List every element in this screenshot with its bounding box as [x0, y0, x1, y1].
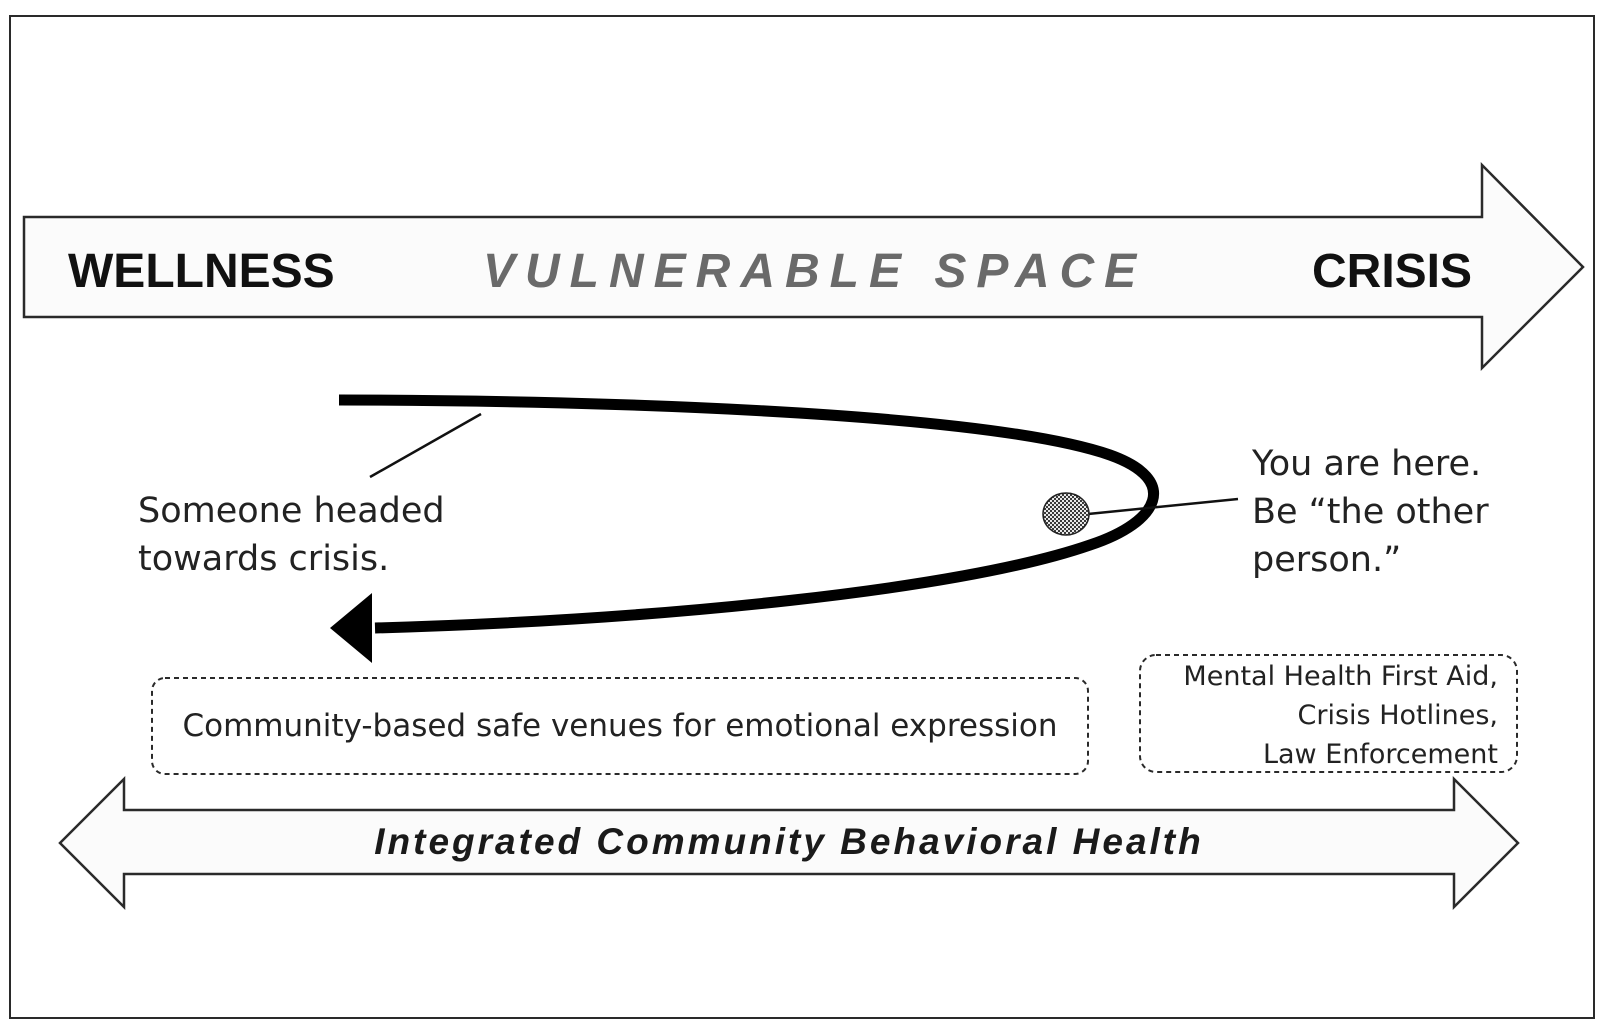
wellness-label: WELLNESS — [68, 245, 335, 298]
community-venues-text: Community-based safe venues for emotiona… — [182, 708, 1058, 744]
trajectory-curve — [338, 394, 1159, 634]
you-are-here-marker — [1042, 492, 1090, 536]
interventions-box — [1139, 654, 1518, 773]
you-are-here-line1: You are here. — [1252, 444, 1482, 484]
you-are-here-line3: person.” — [1252, 540, 1402, 580]
someone-headed-line1: Someone headed — [138, 491, 445, 531]
interventions-line2: Crisis Hotlines, — [1297, 700, 1498, 731]
integrated-health-double-arrow — [58, 775, 1520, 911]
trajectory-arrowhead — [330, 593, 372, 663]
you-are-here-leader-line — [1087, 497, 1239, 516]
vulnerable-space-label: VULNERABLE SPACE — [483, 245, 1147, 298]
you-are-here-line2: Be “the other — [1252, 492, 1489, 532]
interventions-line3: Law Enforcement — [1262, 739, 1498, 770]
someone-leader-line — [369, 412, 482, 479]
crisis-label: CRISIS — [1312, 245, 1473, 298]
diagram-frame — [9, 15, 1595, 1019]
integrated-health-label: Integrated Community Behavioral Health — [374, 821, 1204, 862]
wellness-crisis-arrow — [22, 161, 1585, 372]
community-venues-box — [151, 677, 1089, 775]
interventions-line1: Mental Health First Aid, — [1183, 661, 1498, 692]
someone-headed-line2: towards crisis. — [138, 539, 390, 579]
